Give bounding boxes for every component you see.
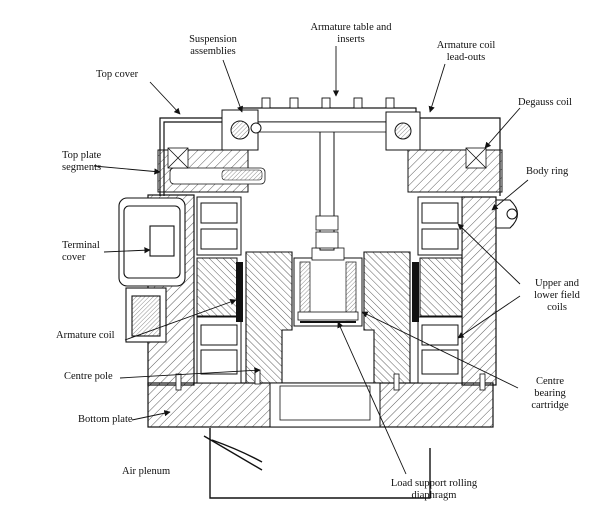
body-ring (461, 196, 519, 386)
suspension-assemblies (221, 109, 421, 151)
armature-coil (236, 262, 419, 322)
field-coils-left (196, 196, 242, 384)
label-top-cover: Top cover (96, 69, 139, 80)
bottom-plate (147, 382, 494, 428)
label-armature-coil: Armature coil (56, 330, 115, 341)
leader-lines (93, 46, 529, 475)
label-air-plenum: Air plenum (122, 466, 171, 477)
centre-pole (245, 251, 411, 384)
top-plate-segments (157, 147, 503, 193)
label-bottom-plate: Bottom plate (78, 414, 133, 425)
pole-pieces (196, 257, 463, 317)
label-centre-pole: Centre pole (64, 371, 113, 382)
armature-shaft (315, 109, 339, 251)
terminal-cover (118, 197, 186, 343)
field-coils-right (417, 196, 463, 384)
label-degauss-coil: Degauss coil (518, 97, 572, 108)
air-plenum-duct (203, 428, 431, 499)
centre-bearing-cartridge (293, 247, 363, 327)
label-body-ring: Body ring (526, 166, 569, 177)
